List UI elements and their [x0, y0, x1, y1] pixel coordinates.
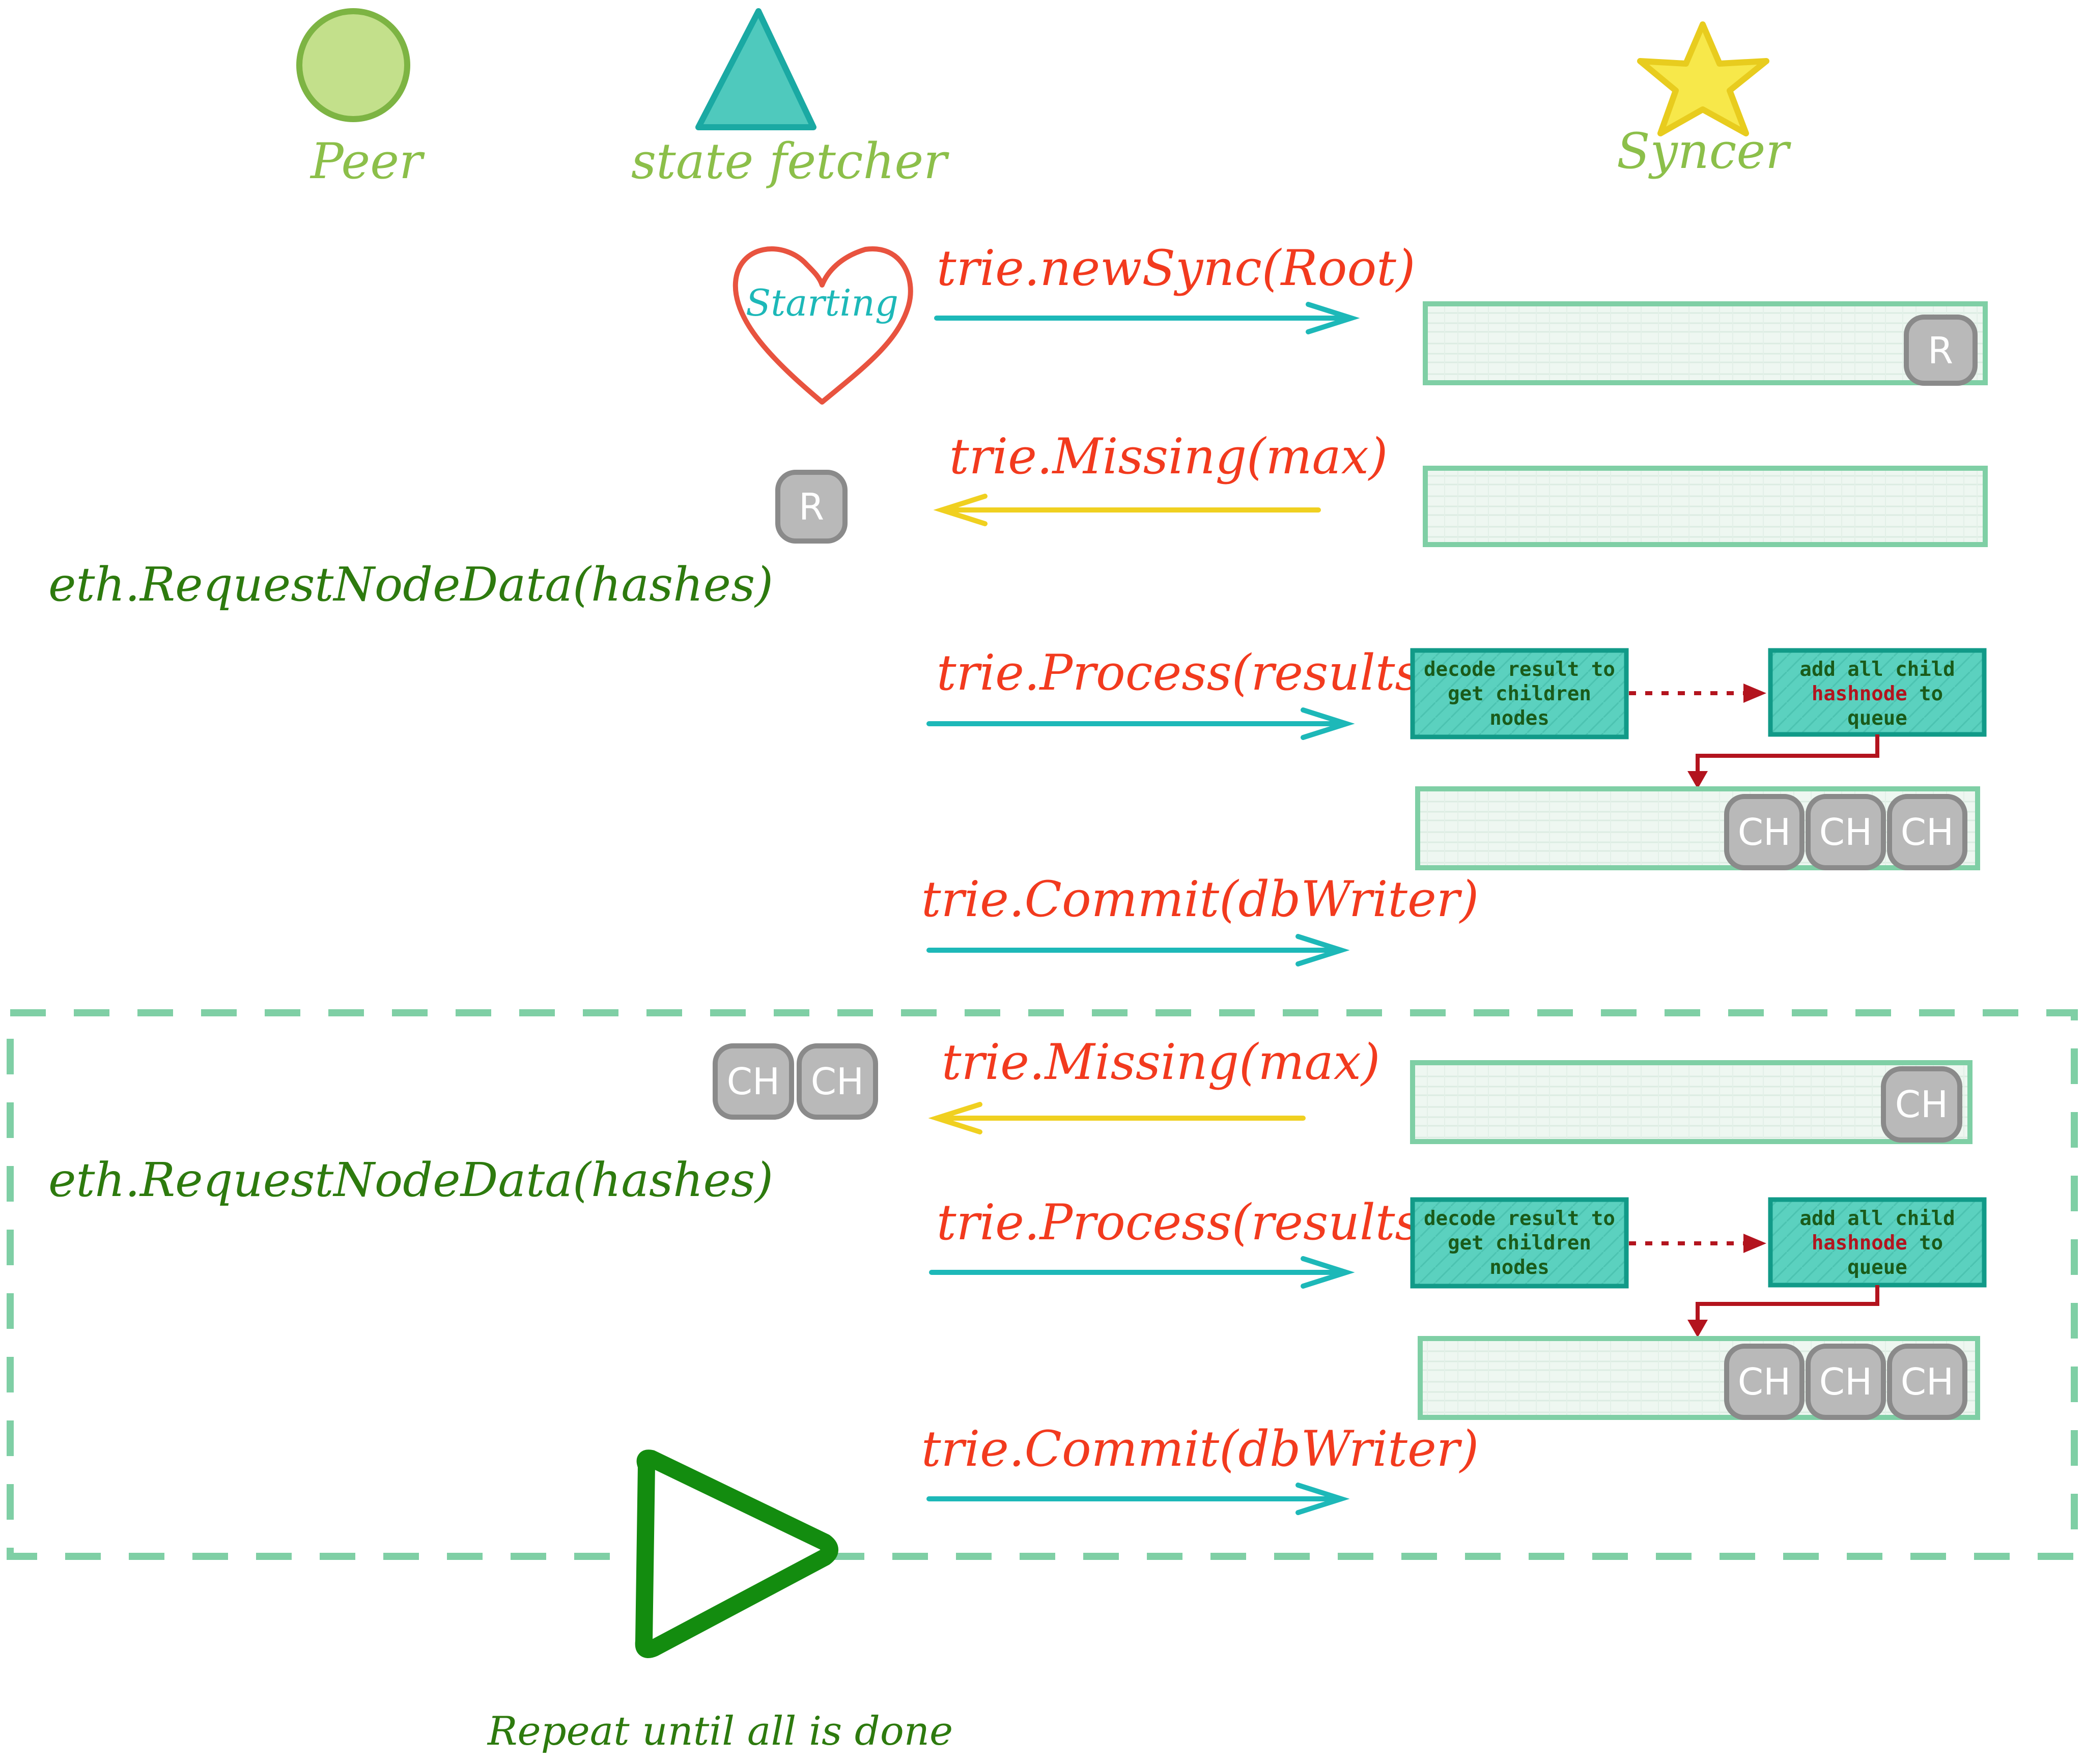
child-node: CH — [1881, 1066, 1962, 1143]
loop-caption: Repeat until all is done — [487, 1709, 953, 1754]
queue-bar: CH CH CH — [1418, 1336, 1980, 1420]
decode-step-line: nodes — [1489, 1256, 1549, 1279]
arrow-to-syncer — [926, 1483, 1350, 1515]
fetched-children: CH CH — [713, 1043, 878, 1120]
decode-step-line: get children — [1448, 682, 1591, 705]
child-node: CH — [1887, 1344, 1967, 1420]
actor-syncer: Syncer — [1617, 21, 1791, 180]
add-step-line: queue — [1847, 707, 1907, 730]
decode-step-box: decode result to get children nodes — [1410, 1197, 1629, 1289]
child-node-label: CH — [727, 1060, 780, 1103]
elbow-flow-arrow — [1687, 734, 1879, 789]
child-node: CH — [1887, 794, 1967, 870]
fetched-node: R — [775, 470, 848, 544]
add-step-line: hashnode to — [1812, 682, 1943, 705]
child-node: CH — [1806, 1344, 1886, 1420]
child-node: CH — [1724, 794, 1805, 870]
start-marker: Starting — [732, 246, 913, 405]
child-node-label: CH — [1901, 811, 1954, 853]
queue-bar: R — [1423, 301, 1988, 386]
child-node: CH — [713, 1043, 794, 1120]
call-commit-1: trie.Commit(dbWriter) — [921, 871, 1479, 928]
triangle-icon — [695, 8, 816, 130]
child-node: CH — [1806, 794, 1886, 870]
actor-label-fetcher: state fetcher — [631, 133, 949, 190]
add-step-line: hashnode to — [1812, 1232, 1943, 1255]
trie-node-label: R — [799, 486, 824, 528]
heart-icon — [732, 246, 913, 405]
arrow-to-fetcher — [928, 1102, 1306, 1134]
queue-bar: CH — [1410, 1060, 1973, 1144]
hashnode-keyword: hashnode — [1812, 1232, 1907, 1255]
child-node-label: CH — [1819, 1360, 1872, 1403]
child-node-label: CH — [1901, 1360, 1954, 1403]
arrow-to-syncer — [926, 707, 1355, 740]
child-node-label: CH — [811, 1060, 864, 1103]
dotted-flow-arrow — [1629, 1234, 1766, 1253]
arrow-to-syncer — [929, 1256, 1355, 1289]
actor-label-peer: Peer — [309, 133, 425, 190]
decode-step-line: get children — [1448, 1232, 1591, 1255]
call-process-2: trie.Process(results) — [937, 1194, 1439, 1251]
add-step-line: queue — [1847, 1256, 1907, 1279]
decode-step-line: nodes — [1489, 707, 1549, 730]
child-node-label: CH — [1895, 1083, 1948, 1126]
arrow-to-fetcher — [933, 494, 1321, 526]
arrow-to-syncer — [934, 302, 1360, 334]
queue-bar: CH CH CH — [1415, 786, 1980, 870]
call-missing-2: trie.Missing(max) — [942, 1034, 1380, 1091]
child-node-label: CH — [1738, 1360, 1791, 1403]
add-step-box: add all child hashnode to queue — [1768, 1197, 1987, 1288]
starting-label: Starting — [746, 281, 898, 324]
add-step-to: to — [1907, 682, 1943, 705]
actor-peer: Peer — [296, 8, 425, 190]
add-step-to: to — [1907, 1232, 1943, 1255]
call-new-sync: trie.newSync(Root) — [937, 240, 1415, 297]
call-missing-1: trie.Missing(max) — [949, 428, 1388, 485]
actor-label-syncer: Syncer — [1617, 123, 1791, 180]
queue-bar — [1423, 466, 1988, 547]
play-icon — [635, 1449, 838, 1658]
decode-step-line: decode result to — [1424, 1207, 1615, 1230]
star-icon — [1637, 21, 1769, 136]
add-step-line: add all child — [1799, 658, 1955, 681]
trie-node — [775, 470, 848, 544]
trie-node-label: R — [1928, 329, 1953, 372]
trie-node — [1904, 315, 1978, 386]
repeat-loop-region — [7, 1009, 2078, 1560]
peer-request-1: eth.RequestNodeData(hashes) — [48, 557, 773, 612]
child-node-label: CH — [1819, 811, 1872, 853]
actor-state-fetcher: state fetcher — [631, 8, 949, 190]
child-node: CH — [797, 1043, 878, 1120]
peer-request-2: eth.RequestNodeData(hashes) — [48, 1153, 773, 1207]
add-step-line: add all child — [1799, 1207, 1955, 1230]
arrow-to-syncer — [926, 934, 1350, 966]
hashnode-keyword: hashnode — [1812, 682, 1907, 705]
circle-icon — [296, 8, 410, 122]
child-node: CH — [1724, 1344, 1805, 1420]
decode-step-box: decode result to get children nodes — [1410, 648, 1629, 739]
call-process-1: trie.Process(results) — [937, 644, 1439, 701]
elbow-flow-arrow — [1687, 1285, 1879, 1338]
child-node-label: CH — [1738, 811, 1791, 853]
call-commit-2: trie.Commit(dbWriter) — [921, 1420, 1479, 1477]
add-step-box: add all child hashnode to queue — [1768, 648, 1987, 737]
dotted-flow-arrow — [1629, 684, 1766, 703]
decode-step-line: decode result to — [1424, 658, 1615, 681]
